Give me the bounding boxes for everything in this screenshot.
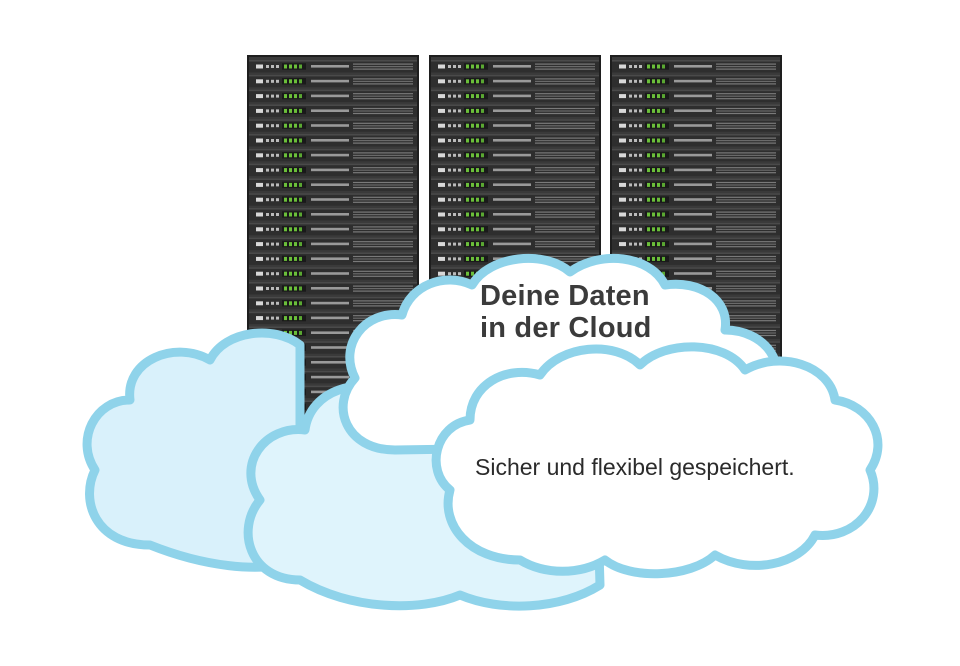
server-unit (431, 237, 599, 251)
server-unit (431, 60, 599, 73)
server-unit (431, 119, 599, 132)
server-unit (249, 193, 417, 206)
server-unit (249, 104, 417, 117)
server-unit (612, 193, 780, 206)
server-unit (249, 282, 417, 295)
server-unit (249, 74, 417, 88)
server-unit (612, 104, 780, 117)
server-unit (612, 163, 780, 177)
server-unit (612, 208, 780, 221)
server-unit (249, 89, 417, 103)
headline-line-2: in der Cloud (480, 312, 652, 344)
server-unit (612, 89, 780, 103)
server-unit (249, 222, 417, 236)
server-unit (249, 208, 417, 221)
server-unit (431, 178, 599, 191)
cloud-icon (82, 253, 883, 611)
server-unit (249, 134, 417, 147)
server-unit (612, 60, 780, 73)
server-unit (612, 178, 780, 191)
server-unit (249, 267, 417, 280)
server-unit (612, 119, 780, 132)
server-unit (612, 237, 780, 251)
server-unit (249, 252, 417, 265)
server-unit (249, 119, 417, 132)
server-unit (612, 134, 780, 147)
headline-line-1: Deine Daten (480, 280, 650, 312)
server-unit (612, 222, 780, 236)
server-unit (612, 74, 780, 88)
server-unit (249, 296, 417, 310)
tagline: Sicher und flexibel gespeichert. (475, 454, 795, 480)
server-unit (249, 148, 417, 162)
server-unit (249, 60, 417, 73)
server-unit (431, 208, 599, 221)
server-unit (431, 148, 599, 162)
server-unit (431, 104, 599, 117)
server-unit (431, 163, 599, 177)
server-unit (431, 193, 599, 206)
cloud-front-tagline (431, 342, 883, 579)
server-unit (249, 178, 417, 191)
server-unit (249, 237, 417, 251)
server-unit (431, 134, 599, 147)
server-unit (431, 89, 599, 103)
server-unit (431, 74, 599, 88)
server-unit (249, 163, 417, 177)
server-unit (431, 222, 599, 236)
server-unit (612, 148, 780, 162)
